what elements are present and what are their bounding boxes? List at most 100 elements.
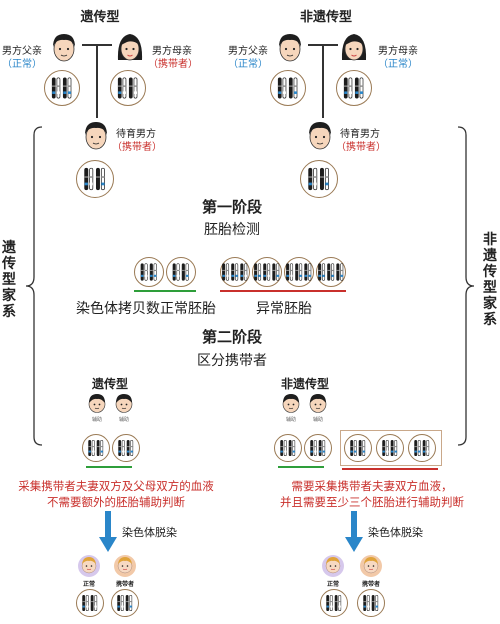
right-pedigree-title: 非遗传型 xyxy=(299,10,353,25)
auxiliary-embryo-2 xyxy=(376,434,404,462)
auxiliary-embryo-3 xyxy=(408,434,436,462)
right-stage2-embryo-1 xyxy=(274,434,302,462)
chromosome-pair-icon xyxy=(286,263,312,281)
left-final-carrier-label: 携带者 xyxy=(115,581,135,588)
chromosome-pair-icon xyxy=(222,263,248,281)
left-final-baby-normal xyxy=(76,554,102,578)
left-note-line1: 采集携带者夫妻双方及父母双方的血液 xyxy=(18,479,214,493)
auxiliary-embryo-1 xyxy=(344,434,372,462)
right-father-avatar xyxy=(274,30,306,64)
chromosome-pair-icon xyxy=(277,77,298,99)
auxiliary-embryo-underline xyxy=(342,468,438,470)
stage1-title: 第一阶段 xyxy=(201,198,263,216)
stage2-title: 第二阶段 xyxy=(201,328,263,346)
left-son-avatar xyxy=(80,118,112,152)
right-father-chromosome-circle xyxy=(270,70,306,106)
right-final-baby-normal xyxy=(320,554,346,578)
left-descent-line xyxy=(96,44,98,118)
chromosome-pair-icon xyxy=(117,77,138,99)
left-mother-status: （携带者） xyxy=(148,59,198,70)
right-mother-status: （正常） xyxy=(378,59,418,70)
right-note-line1: 需要采集携带者夫妻双方血液， xyxy=(291,479,453,493)
chromosome-pair-icon xyxy=(88,439,104,457)
right-final-baby-carrier xyxy=(358,554,384,578)
normal-embryo-underline xyxy=(134,290,196,292)
left-baby-avatar-1 xyxy=(86,392,108,414)
left-transfer-label: 染色体脱染 xyxy=(122,526,177,539)
left-final-carrier-embryo xyxy=(111,589,139,617)
left-father-status: （正常） xyxy=(2,59,42,70)
right-mother-chromosome-circle xyxy=(336,70,372,106)
right-baby-tag-1: 辅助 xyxy=(285,417,297,423)
chromosome-pair-icon xyxy=(280,439,296,457)
right-son-label: 待育男方 xyxy=(340,129,380,140)
abnormal-embryo-underline xyxy=(220,290,346,292)
stage2-subtitle: 区分携带者 xyxy=(197,353,267,369)
chromosome-pair-icon xyxy=(382,439,398,457)
chromosome-pair-icon xyxy=(254,263,280,281)
left-stage2-embryo-1 xyxy=(82,434,110,462)
chromosome-pair-icon xyxy=(363,594,379,612)
right-final-carrier-label: 携带者 xyxy=(361,581,381,588)
chromosome-pair-icon xyxy=(140,263,157,281)
left-down-arrow-icon xyxy=(99,511,117,552)
left-father-avatar xyxy=(48,30,80,64)
chromosome-pair-icon xyxy=(82,594,98,612)
right-father-status: （正常） xyxy=(228,59,268,70)
left-son-chromosome-circle xyxy=(76,160,114,198)
abnormal-embryo-label: 异常胚胎 xyxy=(256,301,312,317)
right-final-normal-embryo xyxy=(320,589,348,617)
chromosome-pair-icon xyxy=(343,77,364,99)
left-son-status: （携带者） xyxy=(112,142,162,153)
stage1-subtitle: 胚胎检测 xyxy=(204,222,260,238)
right-son-avatar xyxy=(304,118,336,152)
left-pedigree-title: 遗传型 xyxy=(80,10,120,25)
left-mother-avatar xyxy=(114,30,146,64)
embryo-abnormal-3 xyxy=(284,257,314,287)
embryo-abnormal-1 xyxy=(220,257,250,287)
embryo-normal-2 xyxy=(166,257,196,287)
right-note-line2: 并且需要至少三个胚胎进行辅助判断 xyxy=(280,495,464,509)
chromosome-pair-icon xyxy=(118,439,134,457)
left-note-line2: 不需要额外的胚胎辅助判断 xyxy=(47,495,185,509)
left-baby-tag-1: 辅助 xyxy=(91,417,103,423)
right-baby-tag-2: 辅助 xyxy=(312,417,324,423)
left-family-bracket xyxy=(25,126,43,446)
chromosome-pair-icon xyxy=(326,594,342,612)
left-mother-label: 男方母亲 xyxy=(152,46,192,57)
normal-embryo-label: 染色体拷贝数正常胚胎 xyxy=(76,301,216,317)
chromosome-pair-icon xyxy=(318,263,344,281)
right-family-bracket xyxy=(457,126,475,446)
right-final-normal-label: 正常 xyxy=(326,581,340,588)
left-family-side-label: 遗传型家系 xyxy=(2,240,16,320)
right-baby-avatar-2 xyxy=(307,392,329,414)
left-baby-tag-2: 辅助 xyxy=(118,417,130,423)
chromosome-pair-icon xyxy=(350,439,366,457)
right-mother-label: 男方母亲 xyxy=(378,46,418,57)
left-final-baby-carrier xyxy=(112,554,138,578)
left-father-chromosome-circle xyxy=(44,70,80,106)
embryo-normal-1 xyxy=(134,257,164,287)
left-stage2-embryo-2 xyxy=(112,434,140,462)
chromosome-pair-icon xyxy=(117,594,133,612)
left-final-normal-embryo xyxy=(76,589,104,617)
right-family-side-label: 非遗传型家系 xyxy=(483,232,497,328)
right-transfer-label: 染色体脱染 xyxy=(368,526,423,539)
right-stage2-embryo-2 xyxy=(304,434,332,462)
left-stage2-underline xyxy=(86,466,132,468)
left-baby-avatar-2 xyxy=(113,392,135,414)
auxiliary-embryo-box xyxy=(340,430,442,466)
embryo-abnormal-4 xyxy=(316,257,346,287)
left-son-label: 待育男方 xyxy=(116,129,156,140)
chromosome-pair-icon xyxy=(414,439,430,457)
right-stage2-underline xyxy=(278,466,324,468)
left-mother-chromosome-circle xyxy=(110,70,146,106)
right-father-label: 男方父亲 xyxy=(228,46,268,57)
left-father-label: 男方父亲 xyxy=(2,46,42,57)
right-baby-avatar-1 xyxy=(280,392,302,414)
stage2-left-title: 遗传型 xyxy=(91,377,129,391)
left-final-normal-label: 正常 xyxy=(82,581,96,588)
right-mother-avatar xyxy=(338,30,370,64)
right-down-arrow-icon xyxy=(345,511,363,552)
chromosome-pair-icon xyxy=(308,167,329,191)
